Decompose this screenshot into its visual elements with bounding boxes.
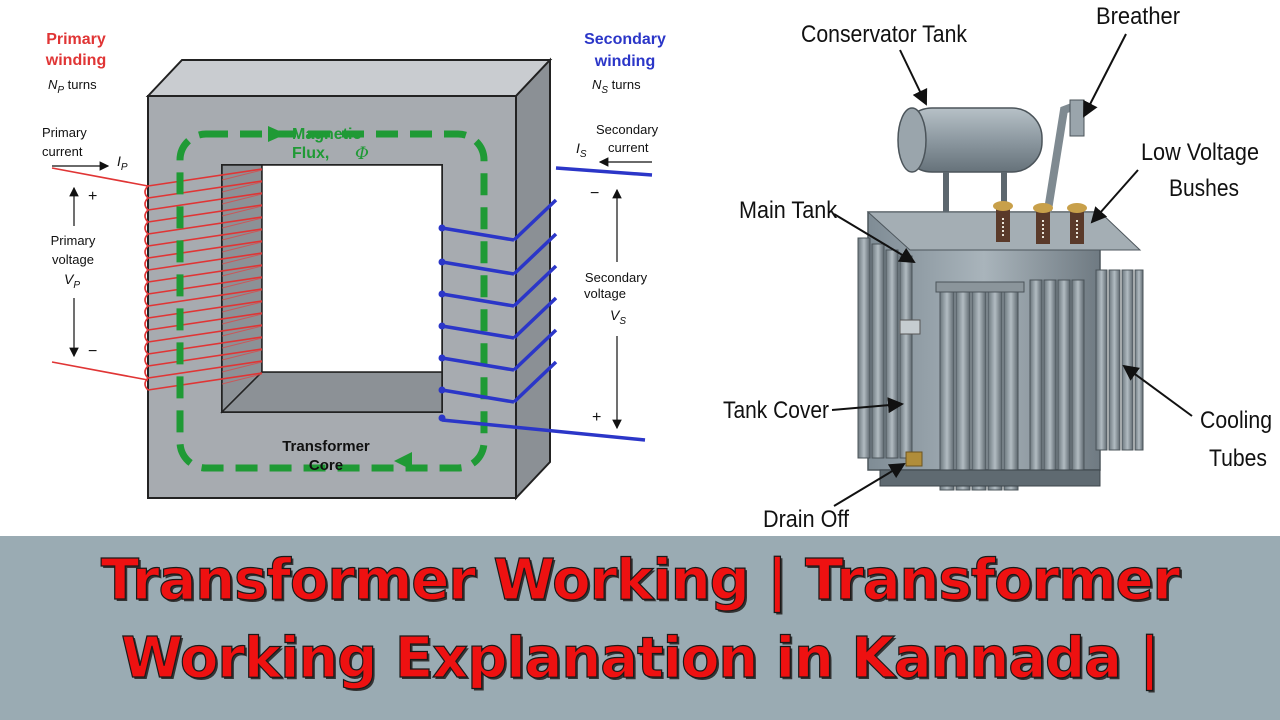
label-breather: Breather (1096, 3, 1180, 30)
core-diagram: Primary winding NP turns Primary current… (42, 31, 666, 501)
flux-label-2: Flux, (292, 145, 329, 162)
video-title-line-2: Working Explanation in Kannada | (121, 625, 1161, 691)
primary-winding-title-2: winding (45, 52, 106, 69)
secondary-winding-title-2: winding (594, 53, 655, 70)
flux-label: Magnetic (292, 126, 361, 143)
magnetic-flux-path (176, 126, 488, 472)
secondary-turns-label: NS turns (592, 77, 641, 96)
label-drain-off: Drain Off (763, 506, 849, 533)
tank-cover (899, 319, 921, 335)
secondary-voltage-symbol: VS (610, 307, 626, 327)
primary-turns-label: NP turns (48, 77, 97, 96)
primary-winding-title: Primary (46, 31, 106, 48)
secondary-current-label-2: current (608, 140, 649, 155)
flux-arrow-top (268, 126, 286, 142)
primary-current-symbol: IP (117, 153, 128, 173)
radiator-right (1095, 269, 1144, 451)
core-window-depth-bottom (220, 371, 443, 413)
title-banner (0, 536, 1280, 720)
primary-plus: + (88, 188, 97, 205)
tank-base (879, 469, 1101, 487)
secondary-voltage-label: Secondary (585, 270, 648, 285)
core-side-face (515, 57, 551, 501)
label-low-voltage: Low Voltage (1141, 139, 1259, 166)
primary-minus: − (88, 343, 97, 360)
secondary-voltage-label-2: voltage (584, 286, 626, 301)
low-voltage-bushes (993, 201, 1087, 244)
primary-current-label: Primary (42, 125, 87, 140)
label-conservator-tank: Conservator Tank (801, 21, 968, 48)
secondary-winding-title: Secondary (584, 31, 666, 48)
radiator-front-1 (935, 281, 1025, 491)
label-cooling-2: Tubes (1209, 445, 1267, 472)
primary-current-label-2: current (42, 144, 83, 159)
label-tank-cover: Tank Cover (723, 397, 829, 424)
secondary-winding (441, 166, 653, 442)
primary-voltage-label-2: voltage (52, 252, 94, 267)
secondary-plus: + (592, 409, 601, 426)
label-low-voltage-2: Bushes (1169, 175, 1239, 202)
flux-arrow-bottom (394, 452, 412, 470)
secondary-minus: − (590, 185, 599, 202)
label-main-tank: Main Tank (739, 197, 838, 224)
drain-valve (905, 451, 923, 467)
flux-symbol: Φ (355, 144, 369, 164)
primary-voltage-symbol: VP (64, 271, 80, 291)
video-title-line-1: Transformer Working | Transformer (100, 547, 1181, 613)
secondary-current-symbol: IS (576, 140, 587, 160)
secondary-current-label: Secondary (596, 122, 659, 137)
core-top-face (145, 59, 553, 97)
transformer-illustration: Conservator Tank Breather Low Voltage Bu… (723, 3, 1272, 533)
core-label-2: Core (309, 457, 343, 474)
primary-winding (51, 167, 263, 391)
primary-winding-inner (221, 169, 263, 385)
secondary-winding-ends (438, 224, 446, 422)
primary-voltage-label: Primary (51, 233, 96, 248)
core-label: Transformer (282, 438, 370, 455)
conservator-end-cap (897, 107, 927, 173)
label-cooling: Cooling (1200, 407, 1272, 434)
